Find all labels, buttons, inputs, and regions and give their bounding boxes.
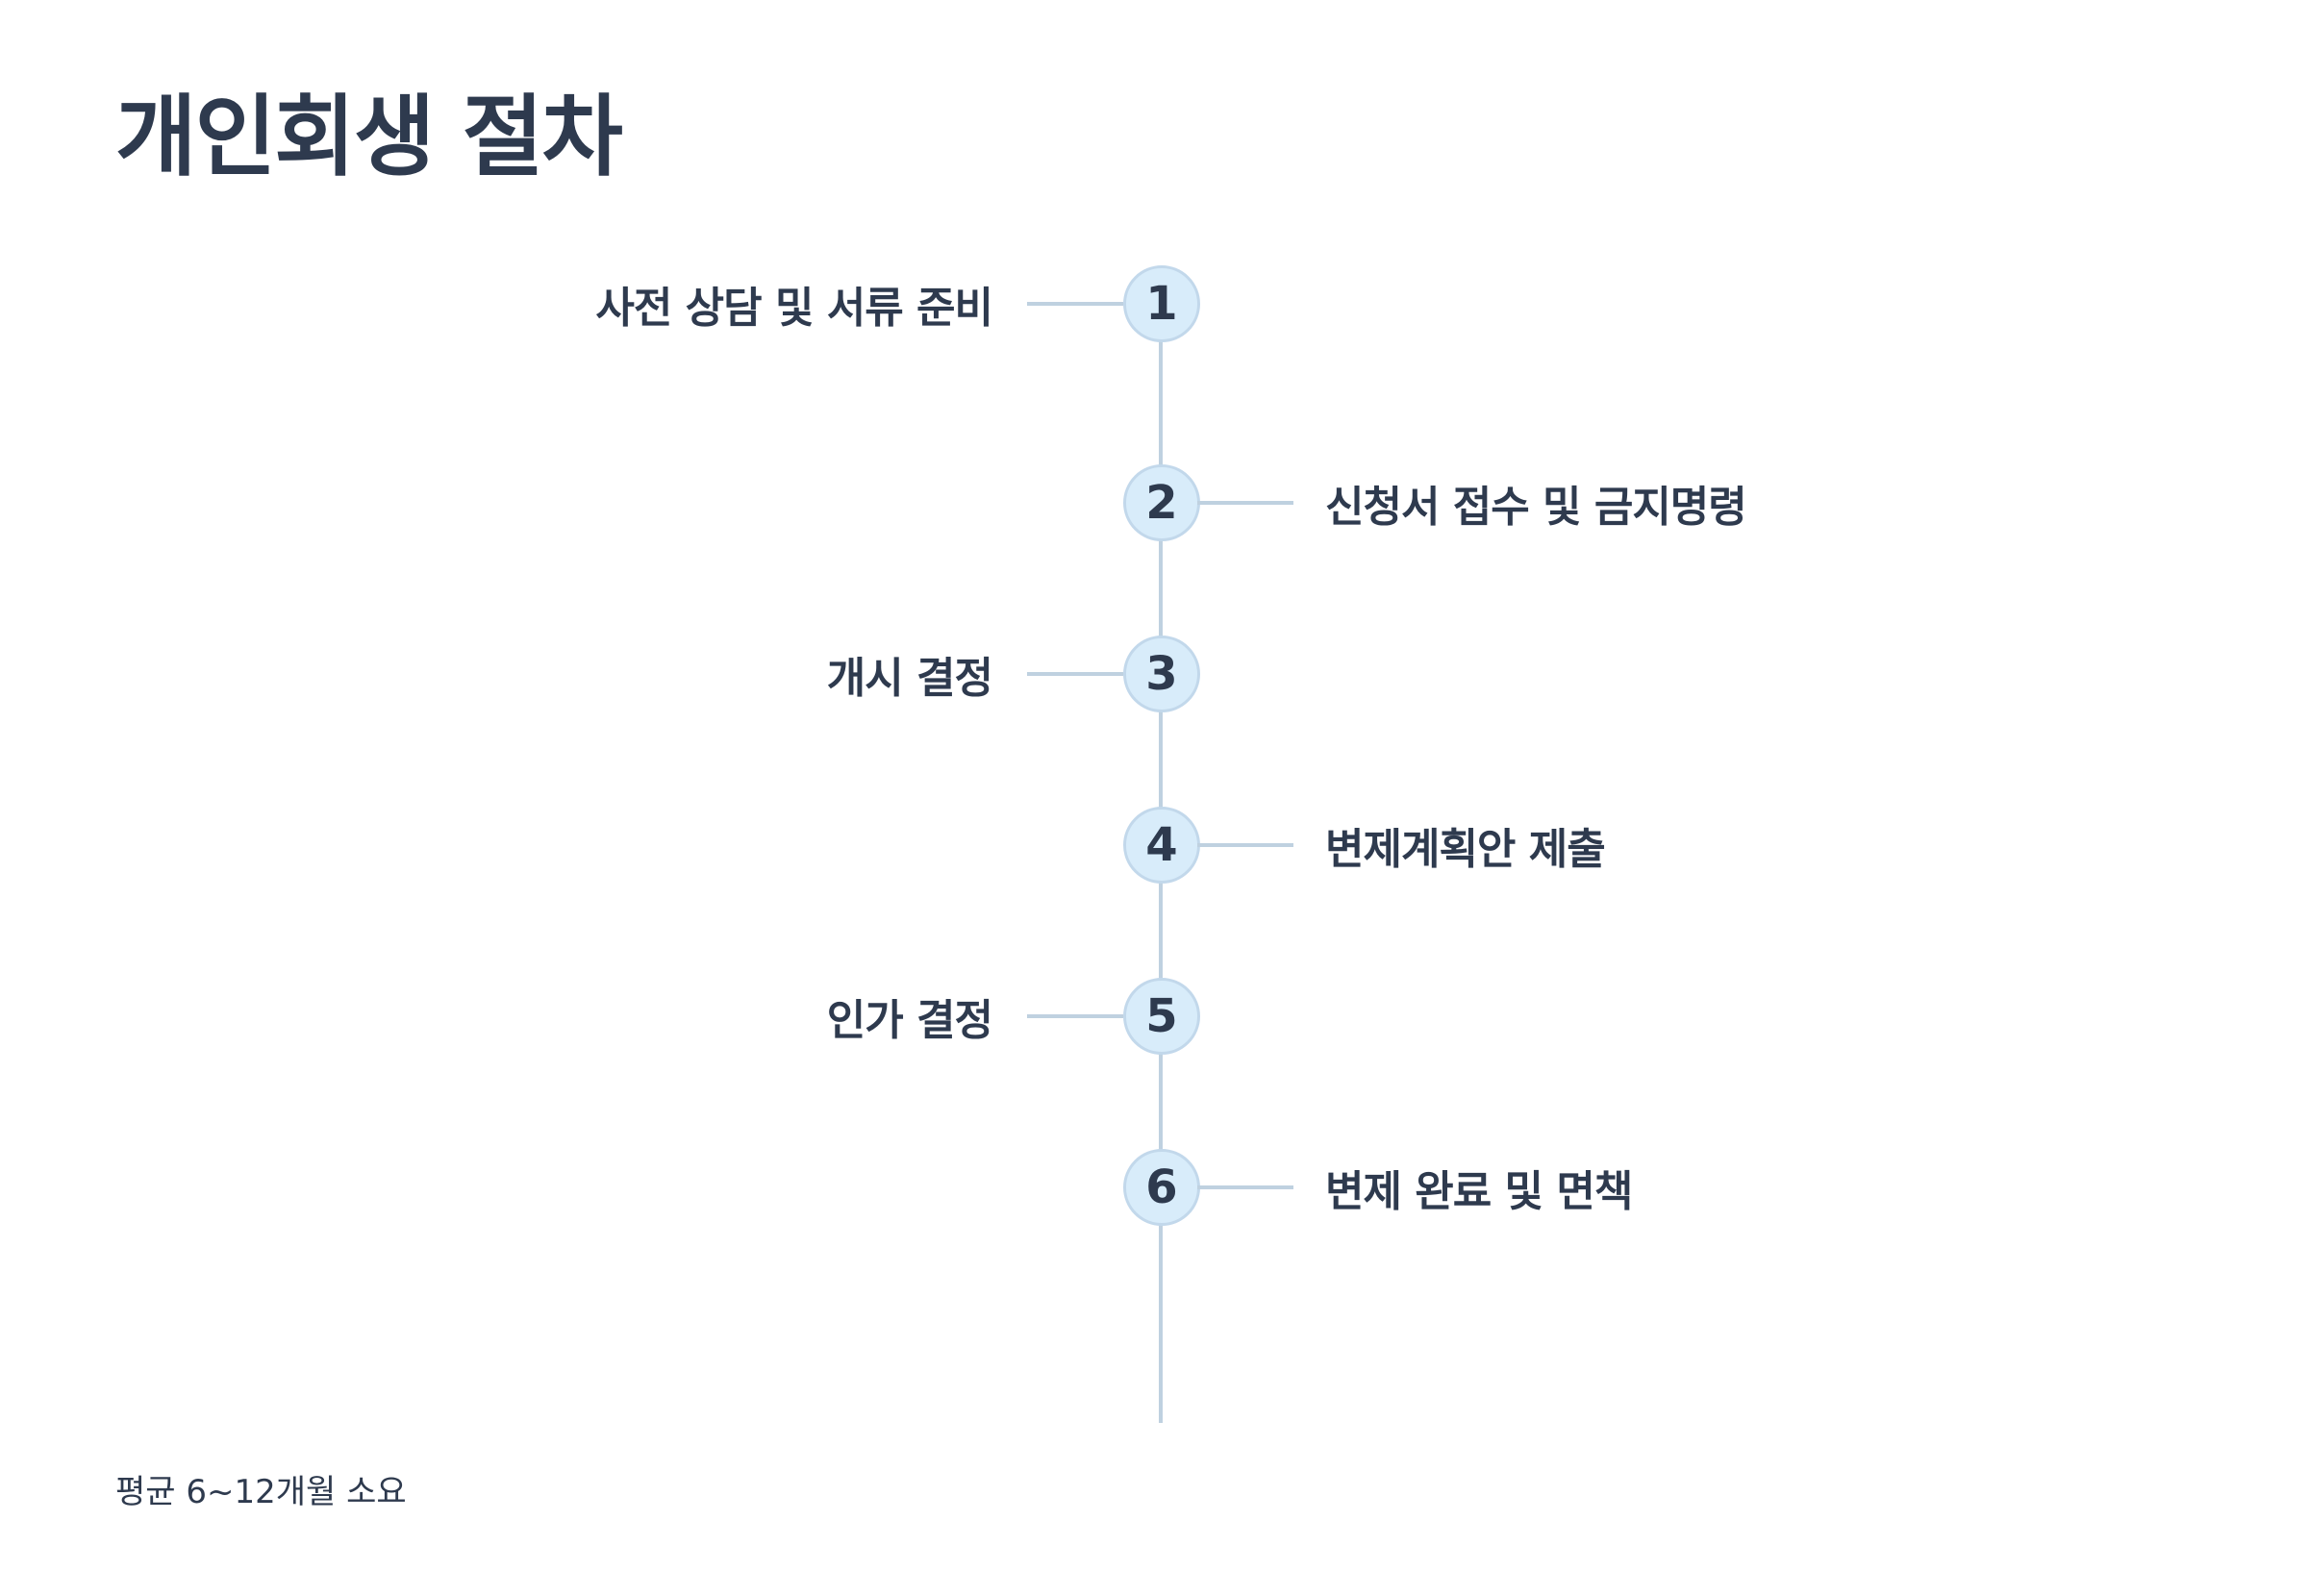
step-connector (1027, 302, 1123, 306)
step-number-badge: 4 (1123, 807, 1200, 884)
page-title: 개인회생 절차 (115, 86, 623, 188)
step-label: 사전 상담 및 서류 준비 (595, 284, 993, 333)
step-number-badge: 6 (1123, 1149, 1200, 1226)
step-number-badge: 3 (1123, 636, 1200, 712)
step-connector (1197, 843, 1293, 847)
timeline-step-4: 4 변제계획안 제출 (0, 807, 2308, 884)
step-label: 개시 결정 (826, 654, 993, 703)
step-number-badge: 2 (1123, 464, 1200, 541)
step-label: 인가 결정 (826, 996, 993, 1045)
timeline-step-5: 인가 결정 5 (0, 978, 2308, 1055)
step-connector (1027, 672, 1123, 676)
timeline-step-3: 개시 결정 3 (0, 636, 2308, 712)
step-label: 변제 완료 및 면책 (1325, 1167, 1633, 1216)
step-number-badge: 1 (1123, 265, 1200, 342)
step-connector (1027, 1014, 1123, 1018)
step-connector (1197, 1185, 1293, 1189)
timeline-step-2: 2 신청서 접수 및 금지명령 (0, 464, 2308, 541)
step-connector (1197, 501, 1293, 505)
step-label: 신청서 접수 및 금지명령 (1325, 483, 1747, 532)
timeline-step-1: 사전 상담 및 서류 준비 1 (0, 265, 2308, 342)
timeline-step-6: 6 변제 완료 및 면책 (0, 1149, 2308, 1226)
step-label: 변제계획안 제출 (1325, 825, 1606, 874)
duration-footnote: 평균 6~12개월 소요 (115, 1473, 407, 1511)
step-number-badge: 5 (1123, 978, 1200, 1055)
